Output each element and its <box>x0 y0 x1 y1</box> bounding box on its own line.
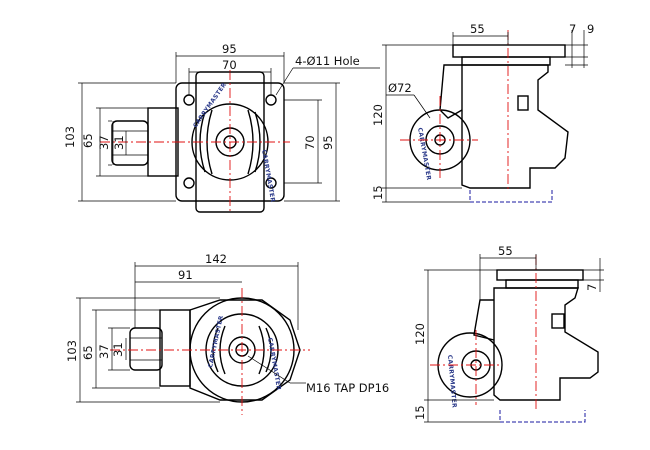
dim-142-bl: 142 <box>205 252 227 266</box>
bearing-ring <box>461 56 551 66</box>
top-left-view: CARRYMASTER CARRYMASTER 95 70 4-Ø11 Hole… <box>63 42 380 213</box>
dim-65-left: 65 <box>81 133 95 148</box>
brand-label: CARRYMASTER <box>446 355 458 409</box>
brand-label: CARRYMASTER <box>260 149 276 203</box>
bottom-left-view: CARRYMASTER CARRYMASTER 142 91 103 65 37… <box>65 252 389 415</box>
housing <box>493 287 599 401</box>
top-right-view: CARRYMASTER 55 7 9 Ø72 120 15 <box>371 22 594 203</box>
mount-hole <box>265 177 277 189</box>
tap-note: M16 TAP DP16 <box>306 381 389 395</box>
top-plate <box>496 269 584 281</box>
dim-37-bl: 37 <box>97 344 111 359</box>
dim-70-right: 70 <box>303 135 317 150</box>
dim-9-tr: 9 <box>587 22 594 36</box>
brand-label: CARRYMASTER <box>416 127 432 181</box>
wheel-left <box>111 120 149 166</box>
hole-note: 4-Ø11 Hole <box>295 54 360 68</box>
bottom-right-view: CARRYMASTER 55 7 120 15 <box>413 244 604 423</box>
dim-103-bl: 103 <box>65 340 79 362</box>
brand-label: CARRYMASTER <box>207 315 225 369</box>
floor-marker <box>469 190 553 203</box>
side-bracket <box>159 309 191 387</box>
dim-37-left: 37 <box>97 135 111 150</box>
dim-7-br: 7 <box>585 284 599 291</box>
dim-55-br: 55 <box>498 244 513 258</box>
dim-95-right: 95 <box>321 135 335 150</box>
dim-15-tr: 15 <box>371 185 385 200</box>
swivel-arm <box>473 299 495 341</box>
dim-91-bl: 91 <box>178 268 193 282</box>
dim-15-br: 15 <box>413 405 427 420</box>
housing <box>461 64 569 189</box>
dim-65-bl: 65 <box>81 345 95 360</box>
dim-70-top: 70 <box>222 58 237 72</box>
mount-hole <box>183 177 195 189</box>
dim-7-tr: 7 <box>569 22 576 36</box>
dim-103-left: 103 <box>63 126 77 148</box>
mount-hole <box>265 94 277 106</box>
dim-120-tr: 120 <box>371 104 385 126</box>
dim-31-bl: 31 <box>111 342 125 357</box>
brake-nut <box>517 95 529 111</box>
mount-hole <box>183 94 195 106</box>
floor-marker <box>499 410 586 423</box>
wheel-left <box>129 327 163 371</box>
top-plate <box>452 44 566 58</box>
plate-outline <box>189 299 301 401</box>
bearing-ring <box>505 279 579 289</box>
dim-120-br: 120 <box>413 323 427 345</box>
dim-95-top: 95 <box>222 42 237 56</box>
dim-dia-tr: Ø72 <box>388 81 412 95</box>
brake-nut <box>551 313 565 329</box>
dim-31-left: 31 <box>112 135 126 150</box>
dim-55-tr: 55 <box>470 22 485 36</box>
